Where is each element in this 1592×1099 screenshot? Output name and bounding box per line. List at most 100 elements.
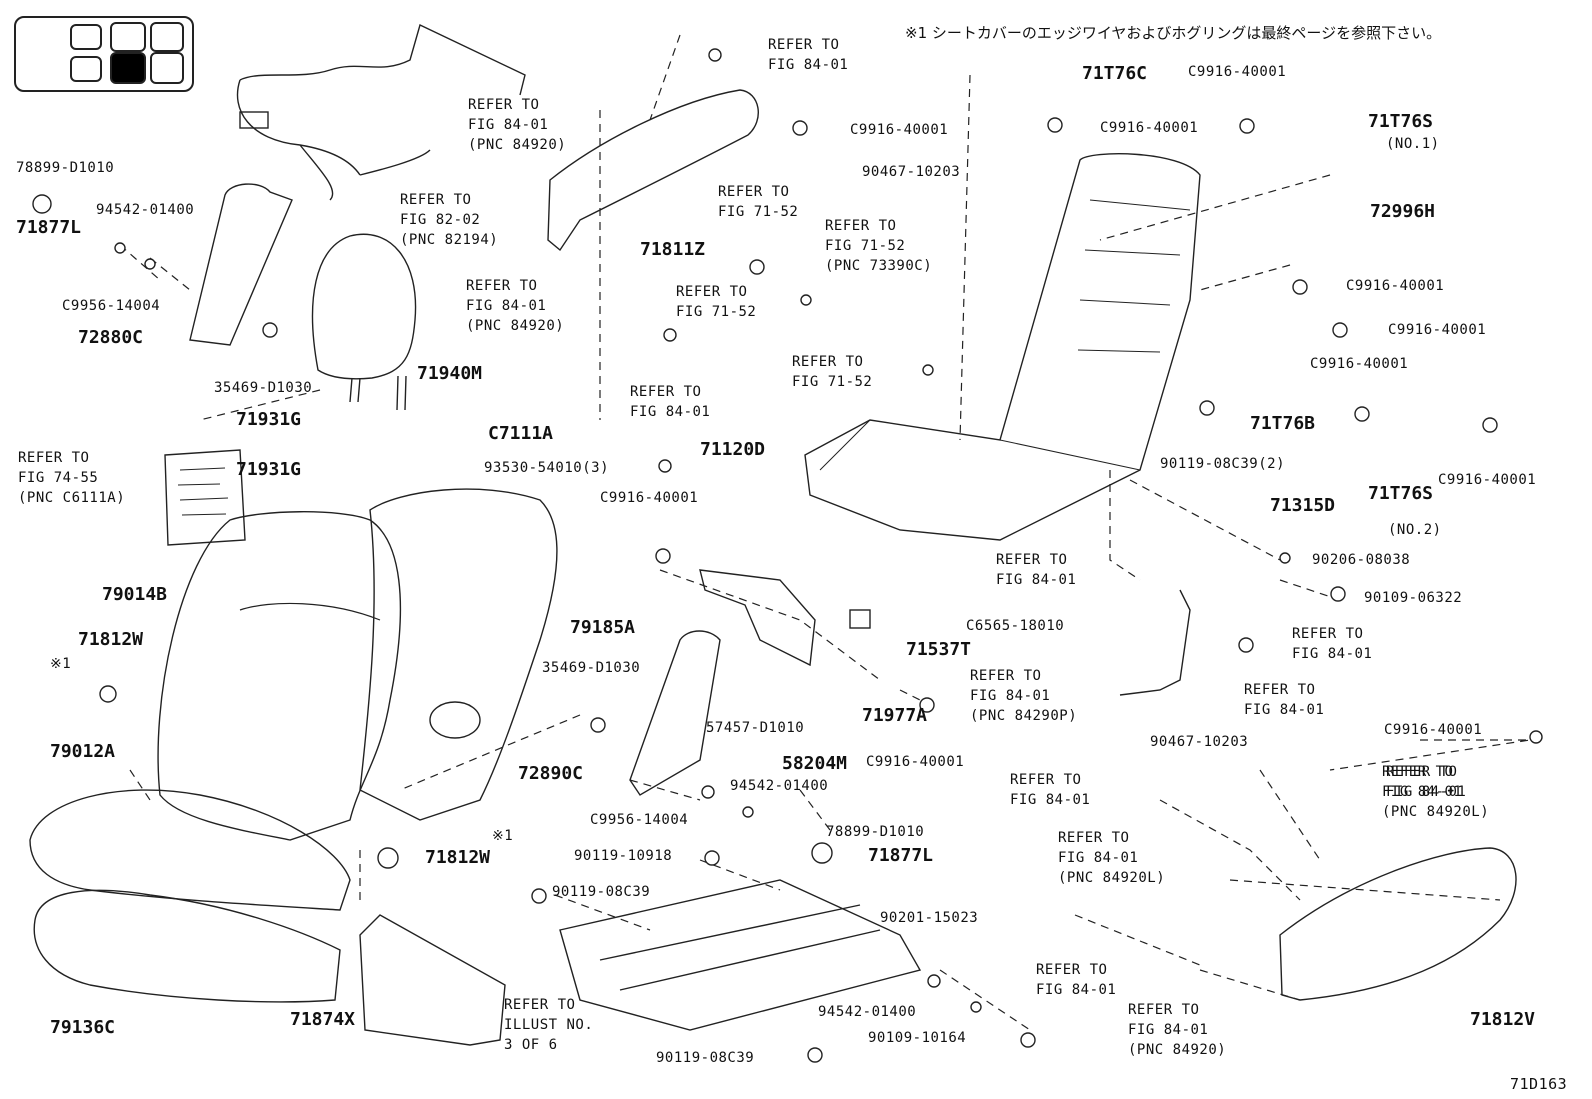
part-label: 79136C	[50, 1017, 116, 1038]
part-label: 71812V	[1470, 1009, 1536, 1030]
part-label: 90119-08C39	[656, 1050, 755, 1066]
part-label: C9916-40001	[1346, 278, 1445, 294]
headrest-stay-left	[349, 377, 361, 403]
shield-illustration	[547, 89, 759, 252]
part-label: 90206-08038	[1312, 552, 1411, 568]
part-label: 71T76S	[1368, 111, 1434, 132]
part-label: 72996H	[1370, 201, 1436, 222]
part-label: 79014B	[102, 584, 168, 605]
part-label: ※1	[492, 828, 514, 844]
part-label: REFER TO ILLUST NO. 3 OF 6	[504, 997, 594, 1053]
seat-cover-illustration	[29, 789, 351, 911]
part-label: REFER TO FIG 84-01	[1010, 772, 1091, 808]
side-cover-illustration	[189, 183, 293, 346]
part-label: 72890C	[518, 763, 584, 784]
part-label: C9916-40001	[600, 490, 699, 506]
part-label: REFER TO FIG 84-01 (PNC 84920)	[1128, 1002, 1227, 1058]
part-label: 90467-10203	[1150, 734, 1249, 750]
part-label: 71877L	[868, 845, 934, 866]
part-label: C9956-14004	[590, 812, 689, 828]
part-label: REFER TO FIG 71-52	[792, 354, 873, 390]
part-label: (NO.1)	[1386, 136, 1440, 152]
part-label: 71T76S	[1368, 483, 1434, 504]
part-label: REFER TO FIG 71-52 (PNC 73390C)	[825, 218, 933, 274]
part-label: 90467-10203	[862, 164, 961, 180]
part-label: 35469-D1030	[542, 660, 641, 676]
adjuster-bracket-illustration	[699, 569, 816, 667]
locator-cell	[150, 22, 184, 52]
part-label: 90119-08C39	[552, 884, 651, 900]
part-label: C9916-40001	[866, 754, 965, 770]
part-label: 94542-01400	[730, 778, 829, 794]
part-label: 71812W	[78, 629, 144, 650]
part-label: REFER TO FIG 84-01	[1036, 962, 1117, 998]
part-label: 71874X	[290, 1009, 356, 1030]
part-label: 57457-D1010	[706, 720, 805, 736]
part-label: 35469-D1030	[214, 380, 313, 396]
part-label: REFER TO FIG 84-01	[1244, 682, 1325, 718]
part-label: 71120D	[700, 439, 766, 460]
part-label: 71812W	[425, 847, 491, 868]
part-label: 71T76C	[1082, 63, 1148, 84]
part-label: 72880C	[78, 327, 144, 348]
locator-cell	[70, 56, 102, 82]
part-label: 71940M	[417, 363, 483, 384]
part-label: REFER TO FIG 84-01 (PNC 84290P)	[970, 668, 1078, 724]
seatback-cover-illustration	[157, 511, 402, 841]
part-label: REFER TO FIG 84-01 (PNC 84920L)	[1382, 764, 1490, 820]
part-label: REFER TO FIG 71-52	[718, 184, 799, 220]
leader-lines	[119, 34, 1531, 1031]
part-label: 71315D	[1270, 495, 1336, 516]
seatback-pad-illustration	[359, 488, 558, 821]
locator-cell	[70, 24, 102, 50]
part-label: 94542-01400	[818, 1004, 917, 1020]
part-label: 71T76B	[1250, 413, 1316, 434]
pad-hole	[429, 701, 481, 739]
harness-84290p-illustration	[1119, 589, 1191, 696]
tag-illustration	[164, 449, 246, 546]
figure-code: 71D163	[1510, 1075, 1568, 1093]
spacer-71977A	[849, 609, 871, 629]
part-label: 93530-54010(3)	[484, 460, 610, 476]
part-label: C9916-40001	[1310, 356, 1409, 372]
part-label: 90119-08C39(2)	[1160, 456, 1286, 472]
part-label: REFER TO FIG 84-01	[996, 552, 1077, 588]
connector-illustration	[239, 111, 269, 129]
part-label: 58204M	[782, 753, 848, 774]
part-label: C7111A	[488, 423, 554, 444]
part-label: 71931G	[236, 409, 302, 430]
cushion-pad-illustration	[33, 889, 341, 1003]
part-label: REFER TO FIG 84-01	[1292, 626, 1373, 662]
part-label: C9916-40001	[1384, 722, 1483, 738]
part-label: C9916-40001	[1438, 472, 1537, 488]
headrest-stay-right	[396, 375, 407, 411]
part-label: 71931G	[236, 459, 302, 480]
part-label: 71811Z	[640, 239, 706, 260]
part-label: C9916-40001	[1388, 322, 1487, 338]
part-label: REFER TO FIG 84-01 (PNC 84920L)	[1058, 830, 1166, 886]
part-label: C6565-18010	[966, 618, 1065, 634]
back-board-illustration	[359, 914, 506, 1046]
part-label: REFER TO FIG 84-01	[768, 37, 849, 73]
part-label: C9916-40001	[1100, 120, 1199, 136]
part-label: 79185A	[570, 617, 636, 638]
part-label: ※1	[50, 656, 72, 672]
wire-harness-illustration	[236, 24, 526, 201]
part-label: 79012A	[50, 741, 116, 762]
seat-frame-illustration	[804, 153, 1201, 541]
part-label: REFER TO FIG 84-01	[1386, 764, 1467, 800]
part-label: REFER TO FIG 71-52	[676, 284, 757, 320]
part-label: C9916-40001	[850, 122, 949, 138]
part-label: 78899-D1010	[826, 824, 925, 840]
part-label: REFER TO FIG 84-01	[630, 384, 711, 420]
locator-cell-active	[110, 52, 146, 84]
part-label: 94542-01400	[96, 202, 195, 218]
part-label: 71977A	[862, 705, 928, 726]
side-shield-illustration	[1279, 847, 1517, 1001]
locator-box	[14, 16, 194, 92]
locator-cell	[110, 22, 146, 52]
part-label: 71877L	[16, 217, 82, 238]
fasteners	[32, 48, 1543, 1063]
